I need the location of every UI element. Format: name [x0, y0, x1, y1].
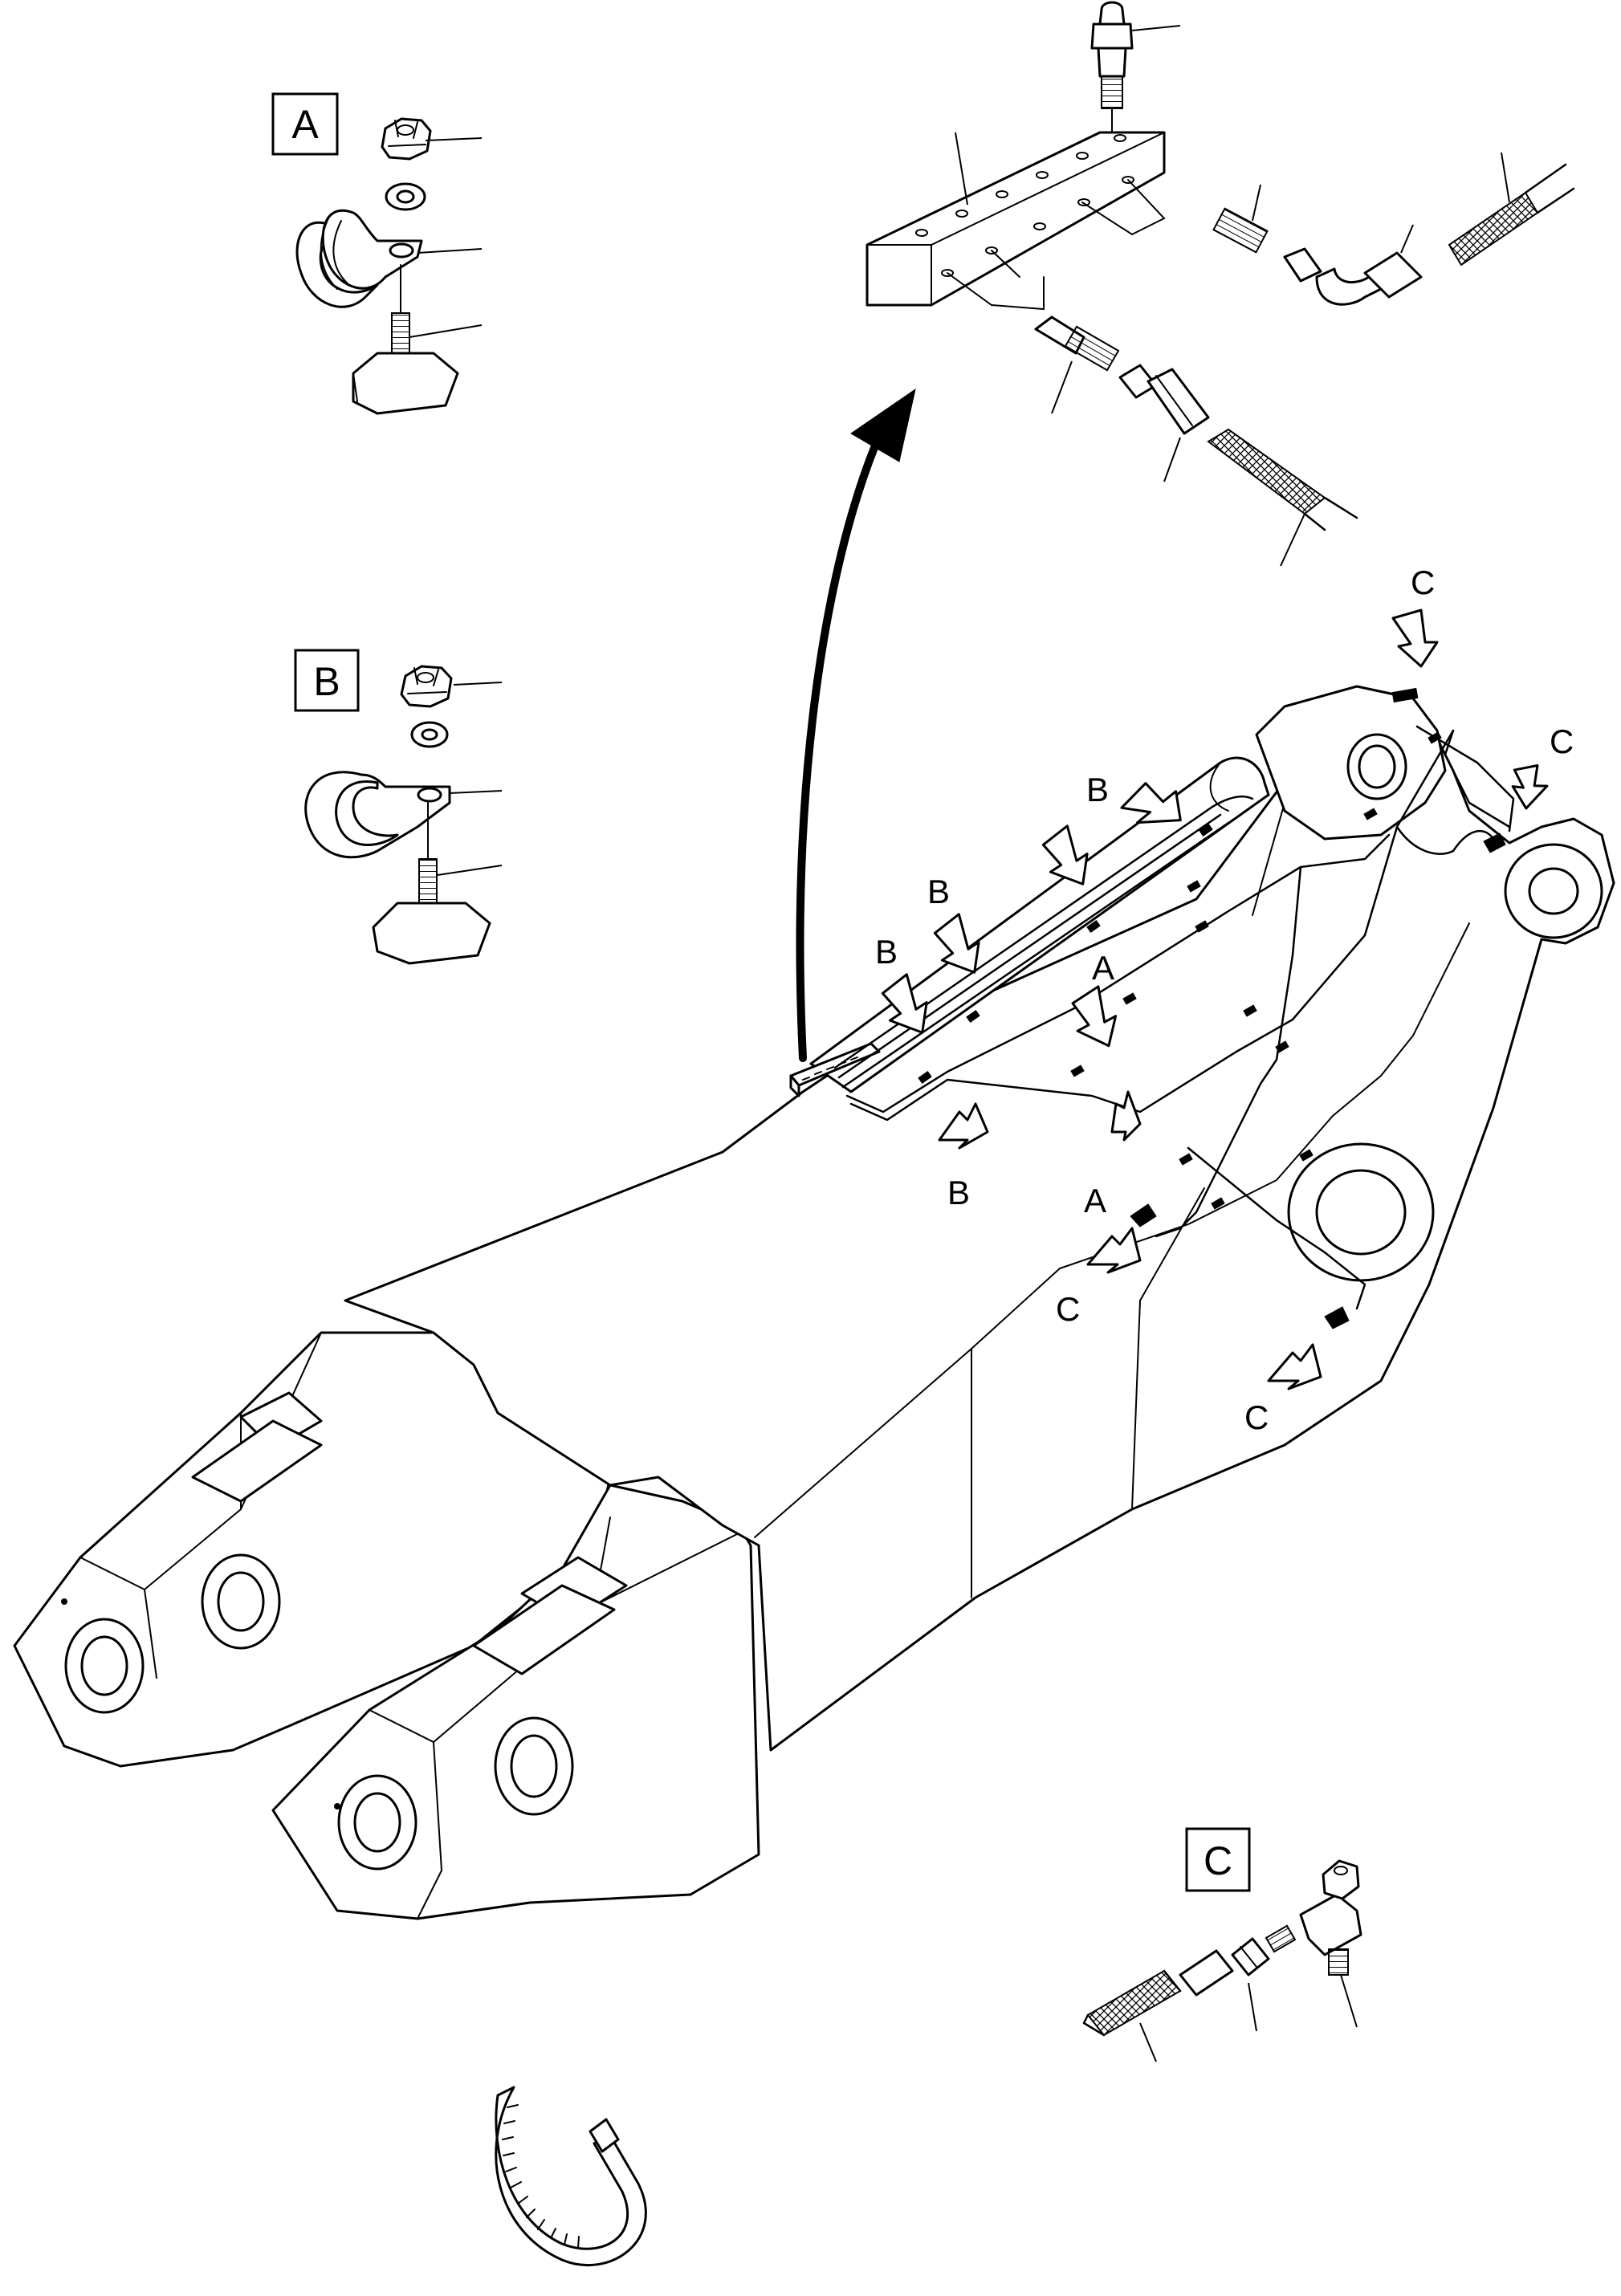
detail-a: A: [271, 92, 483, 415]
grease-nipple: [1090, 1, 1181, 133]
svg-text:A: A: [1092, 949, 1114, 987]
grease-lines: [833, 725, 1515, 1310]
boom-arm: [13, 685, 1615, 1920]
rubber-p-clip: [295, 210, 423, 308]
washer: [385, 182, 426, 211]
grease-distribution-block: [865, 131, 1166, 307]
hose-end-fitting: [1179, 1937, 1270, 2032]
svg-text:B: B: [875, 933, 898, 971]
svg-text:C: C: [1550, 723, 1574, 760]
braided-hose-lower: [1207, 428, 1358, 567]
svg-text:B: B: [1086, 771, 1109, 808]
detail-c: C: [1082, 1827, 1362, 2062]
detail-b: B: [294, 649, 503, 965]
grease-points: [1130, 833, 1506, 1329]
straight-adapter-lower: [947, 250, 1120, 414]
svg-text:C: C: [1244, 1398, 1269, 1436]
hex-nut: [381, 117, 432, 161]
svg-text:B: B: [313, 659, 340, 704]
elbow-swivel-fitting: [1283, 224, 1423, 306]
braided-hose: [1082, 1969, 1182, 2062]
manifold-block-on-boom: [789, 1042, 881, 1097]
tee-grease-fitting: [1265, 1859, 1362, 2028]
detail-c-label-box: C: [1185, 1827, 1251, 1892]
svg-text:A: A: [1084, 1182, 1106, 1219]
cable-tie: [495, 2086, 647, 2267]
block-port-holes: [915, 134, 1134, 277]
hex-nut: [400, 665, 453, 708]
braided-hose-upper: [1448, 152, 1575, 267]
reference-curved-arrow: [796, 388, 916, 1062]
svg-text:B: B: [947, 1174, 970, 1211]
threaded-stud: [352, 264, 459, 415]
svg-text:B: B: [927, 873, 950, 910]
callout-arrows: [881, 609, 1549, 1390]
hose-end-fitting-lower: [1118, 364, 1210, 482]
detail-b-label-box: B: [294, 649, 360, 712]
rubber-p-clip: [304, 771, 451, 859]
svg-text:C: C: [1204, 1838, 1232, 1883]
threaded-stud: [372, 802, 491, 965]
svg-text:C: C: [1411, 564, 1435, 601]
svg-text:C: C: [1056, 1290, 1080, 1328]
detail-a-label-box: A: [271, 92, 339, 156]
hose-clips: [918, 687, 1442, 1210]
svg-text:A: A: [291, 102, 319, 147]
straight-adapter-upper: [1081, 179, 1269, 254]
callout-labels: B B B A B A C C C C: [875, 564, 1574, 1436]
washer: [410, 721, 449, 748]
